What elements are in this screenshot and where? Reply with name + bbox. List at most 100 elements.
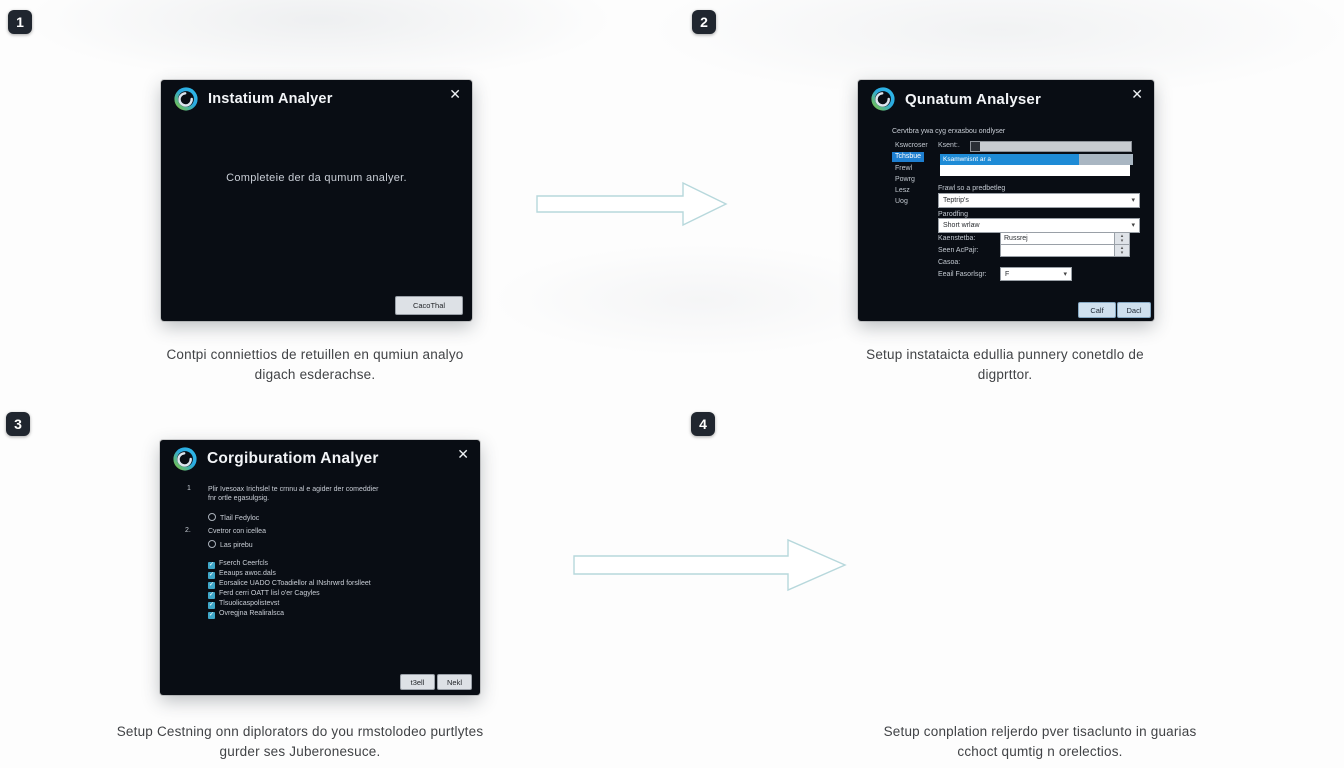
spinner-up-icon[interactable]: ▴ bbox=[1120, 232, 1124, 239]
spin2-label: Seen AcPajr: bbox=[938, 247, 979, 254]
next-button[interactable]: Nekl bbox=[437, 674, 472, 690]
step3-caption-line1: Setup Cestning onn diplorators do you rm… bbox=[116, 724, 484, 739]
list-item[interactable] bbox=[940, 165, 1130, 176]
email-label: Eeail Fasorlsgr: bbox=[938, 271, 987, 278]
checkbox-option[interactable]: ✓ Ovregjna Realiralsca bbox=[208, 609, 284, 619]
step-badge-2: 2 bbox=[692, 10, 716, 34]
instruction-line1: Plir Ivesoax Irichslel te crnnu al e agi… bbox=[208, 486, 379, 493]
step-badge-4: 4 bbox=[691, 412, 715, 436]
window-configuration-dialog: Corgiburatiom Analyer ✕ 1 Plir Ivesoax I… bbox=[160, 440, 480, 695]
sidebar-item[interactable]: Frewl bbox=[895, 165, 913, 172]
ok-button[interactable]: Calf bbox=[1078, 302, 1116, 318]
checkbox-option[interactable]: ✓ Fserch Ceerfcls bbox=[208, 559, 268, 569]
chevron-down-icon: ▾ bbox=[1131, 222, 1135, 229]
checkbox-option[interactable]: ✓ Tlsuolicaspolistevst bbox=[208, 599, 279, 609]
step-badge-3: 3 bbox=[6, 412, 30, 436]
step4-caption-line1: Setup conplation reljerdo pver tisaclunt… bbox=[883, 724, 1197, 739]
window-completion-dialog: Instatium Analyer ✕ Completeie der da qu… bbox=[161, 80, 472, 321]
step3-caption-line2: gurder ses Juberonesuce. bbox=[219, 743, 381, 759]
window3-title: Corgiburatiom Analyer bbox=[207, 450, 379, 467]
completion-message: Completeie der da qumum analyer. bbox=[226, 172, 407, 184]
close-icon[interactable]: ✕ bbox=[457, 446, 469, 462]
sidebar-item[interactable]: Lesz bbox=[895, 187, 910, 194]
spin2-input[interactable] bbox=[1000, 244, 1120, 257]
finish-button[interactable]: CacoThal bbox=[395, 296, 463, 315]
radio-option-1[interactable]: Tlail Fedyloc bbox=[208, 513, 259, 523]
checkbox-label: Eeaups awoc.dals bbox=[219, 570, 276, 577]
step1-caption-line2: digach esderachse. bbox=[254, 366, 376, 382]
instruction-line2: fnr ortle egasulgsig. bbox=[208, 495, 270, 502]
radio-option-2[interactable]: Las pirebu bbox=[208, 540, 253, 550]
checkbox-label: Ovregjna Realiralsca bbox=[219, 610, 284, 617]
checkbox-label: Ferd cerri OATT lisl o'er Cagyles bbox=[219, 590, 320, 597]
arrow-right-icon bbox=[536, 181, 728, 227]
instruction-item2: Cvetror con icellea bbox=[208, 528, 266, 535]
app-logo-icon bbox=[174, 87, 198, 111]
spinner-control[interactable]: ▴▾ bbox=[1114, 244, 1130, 257]
step-badge-1: 1 bbox=[8, 10, 32, 34]
step2-caption: Setup instataicta edullia punnery conetd… bbox=[840, 345, 1170, 384]
list-number: 1 bbox=[187, 485, 191, 492]
checkbox-label: Eorsalice UADO CToadiellor al INshrwrd f… bbox=[219, 580, 371, 587]
dropdown2-label: Parodfing bbox=[938, 211, 968, 218]
window2-title: Qunatum Analyser bbox=[905, 90, 1042, 108]
spinner-up-icon[interactable]: ▴ bbox=[1120, 244, 1124, 251]
window1-titlebar: Instatium Analyer bbox=[161, 80, 472, 118]
dropdown1-label: Frawl so a predbetleg bbox=[938, 185, 1006, 192]
radio1-label: Tlail Fedyloc bbox=[220, 515, 260, 522]
dropdown2-value: Short wrlaw bbox=[943, 222, 980, 229]
window1-title: Instatium Analyer bbox=[208, 91, 333, 107]
radio2-label: Las pirebu bbox=[220, 542, 253, 549]
app-logo-icon bbox=[173, 447, 197, 471]
list-number: 2. bbox=[185, 527, 191, 534]
input-cursor-block bbox=[971, 142, 980, 151]
step2-caption-line2: digprttor. bbox=[977, 366, 1033, 382]
step1-caption-line1: Contpi conniettios de retuillen en qumiu… bbox=[166, 347, 464, 362]
dropdown2[interactable]: Short wrlaw ▾ bbox=[938, 218, 1140, 233]
cancel-button[interactable]: Dacl bbox=[1117, 302, 1151, 318]
name-input[interactable] bbox=[970, 141, 1132, 152]
checkbox-option[interactable]: ✓ Eeaups awoc.dals bbox=[208, 569, 276, 579]
arrow-right-icon bbox=[573, 538, 847, 592]
spinner-down-icon[interactable]: ▾ bbox=[1120, 237, 1124, 244]
step4-caption-line2: cchoct qumtig n orelectios. bbox=[957, 743, 1123, 759]
back-button[interactable]: t3ell bbox=[400, 674, 435, 690]
caso-label: Casoa: bbox=[938, 259, 961, 266]
chevron-down-icon: ▾ bbox=[1131, 197, 1135, 204]
spin1-label: Kaenstetba: bbox=[938, 235, 976, 242]
spinner-down-icon[interactable]: ▾ bbox=[1120, 249, 1124, 256]
dropdown1-value: Teptrip's bbox=[943, 197, 969, 204]
step1-caption: Contpi conniettios de retuillen en qumiu… bbox=[150, 345, 480, 384]
checkbox-checked-icon[interactable]: ✓ bbox=[208, 562, 215, 569]
email-dropdown[interactable]: F ▾ bbox=[1000, 267, 1072, 281]
checkbox-option[interactable]: ✓ Ferd cerri OATT lisl o'er Cagyles bbox=[208, 589, 320, 599]
settings-header-text: Cervtbra ywa cyg erxasbou ondlyser bbox=[892, 128, 1006, 135]
checkbox-checked-icon[interactable]: ✓ bbox=[208, 602, 215, 609]
step3-caption: Setup Cestning onn diplorators do you rm… bbox=[110, 722, 490, 761]
step4-caption: Setup conplation reljerdo pver tisaclunt… bbox=[860, 722, 1220, 761]
app-logo-icon bbox=[871, 87, 895, 111]
window3-titlebar: Corgiburatiom Analyer bbox=[160, 440, 480, 478]
checkbox-checked-icon[interactable]: ✓ bbox=[208, 612, 215, 619]
sidebar-item[interactable]: Uog bbox=[895, 198, 908, 205]
checkbox-option[interactable]: ✓ Eorsalice UADO CToadiellor al INshrwrd … bbox=[208, 579, 371, 589]
chevron-down-icon: ▾ bbox=[1063, 270, 1067, 278]
checkbox-checked-icon[interactable]: ✓ bbox=[208, 592, 215, 599]
checkbox-checked-icon[interactable]: ✓ bbox=[208, 572, 215, 579]
name-label: Ksent:. bbox=[938, 142, 960, 149]
checkbox-checked-icon[interactable]: ✓ bbox=[208, 582, 215, 589]
checkbox-label: Fserch Ceerfcls bbox=[219, 560, 269, 567]
sidebar-item[interactable]: Kswcroser bbox=[895, 142, 928, 149]
radio-icon[interactable] bbox=[208, 540, 216, 548]
email-dropdown-value: F bbox=[1005, 270, 1010, 278]
close-icon[interactable]: ✕ bbox=[1131, 86, 1143, 102]
dropdown1[interactable]: Teptrip's ▾ bbox=[938, 193, 1140, 208]
window2-titlebar: Qunatum Analyser bbox=[858, 80, 1154, 118]
sidebar-item-selected[interactable]: Tchsbue bbox=[892, 152, 925, 162]
close-icon[interactable]: ✕ bbox=[449, 86, 461, 102]
checkbox-label: Tlsuolicaspolistevst bbox=[219, 600, 280, 607]
list-item-selected[interactable]: Ksamwnisnt ar a bbox=[940, 154, 1133, 165]
radio-icon[interactable] bbox=[208, 513, 216, 521]
step2-caption-line1: Setup instataicta edullia punnery conetd… bbox=[866, 347, 1144, 362]
sidebar-item[interactable]: Powrg bbox=[895, 176, 915, 183]
